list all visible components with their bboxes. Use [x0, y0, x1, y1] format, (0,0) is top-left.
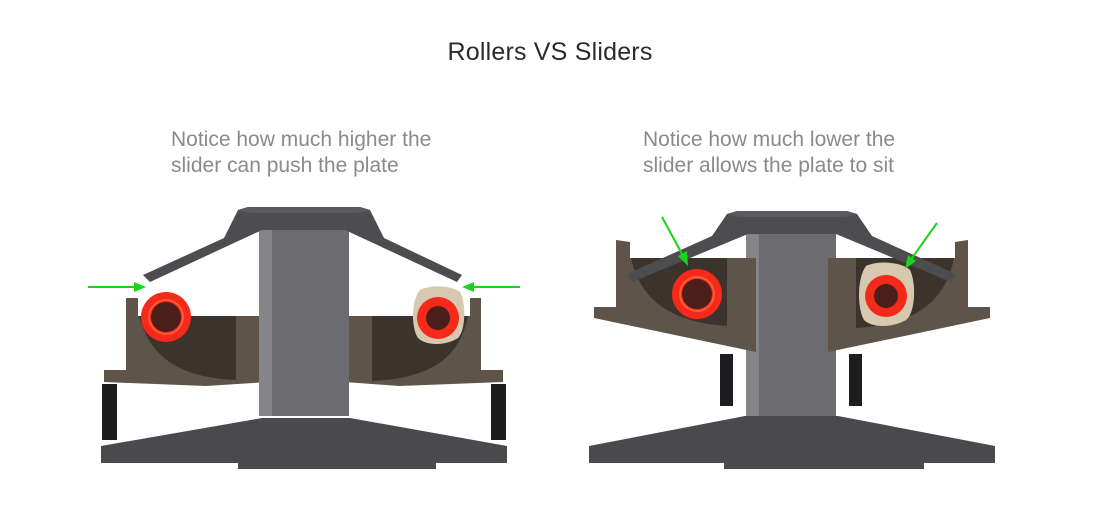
- right-ramp-plate: [627, 211, 956, 282]
- right-clutch: [589, 211, 995, 469]
- right-spring-left: [720, 354, 733, 406]
- right-roller-core-ring: [679, 276, 715, 312]
- right-arrow-right-head: [905, 255, 916, 269]
- diagram-title: Rollers VS Sliders: [447, 38, 653, 66]
- left-ramp-plate: [143, 207, 462, 282]
- left-center-post: [259, 220, 349, 416]
- right-caption: Notice how much lower the slider allows …: [643, 127, 895, 179]
- right-fixed-sheave: [589, 416, 995, 469]
- left-slider-core: [426, 306, 450, 330]
- right-ramp-plate-top: [727, 211, 857, 217]
- left-post-highlight: [259, 220, 272, 416]
- left-clutch: [88, 207, 520, 469]
- right-caption-line-1: Notice how much lower the: [643, 128, 896, 151]
- left-fixed-sheave: [101, 418, 507, 469]
- left-caption-line-1: Notice how much higher the: [171, 128, 432, 151]
- left-roller-core: [151, 302, 181, 332]
- right-arrow-left-head: [678, 251, 688, 266]
- right-spring-right: [849, 354, 862, 406]
- left-roller-core-ring: [148, 299, 184, 335]
- left-spring-left: [102, 384, 117, 440]
- right-arrow-left-line: [661, 216, 683, 255]
- left-spring-right: [491, 384, 506, 440]
- right-arrow-right-line: [911, 222, 938, 259]
- right-roller-core: [682, 279, 712, 309]
- right-slider-core: [874, 284, 898, 308]
- left-caption-line-2: slider can push the plate: [171, 154, 399, 177]
- right-center-post: [746, 222, 836, 416]
- left-caption: Notice how much higher the slider can pu…: [171, 127, 431, 179]
- left-ramp-plate-top: [238, 207, 370, 213]
- right-caption-line-2: slider allows the plate to sit: [643, 154, 894, 177]
- left-arrow-right-head: [462, 282, 474, 292]
- left-arrow-left-head: [134, 282, 146, 292]
